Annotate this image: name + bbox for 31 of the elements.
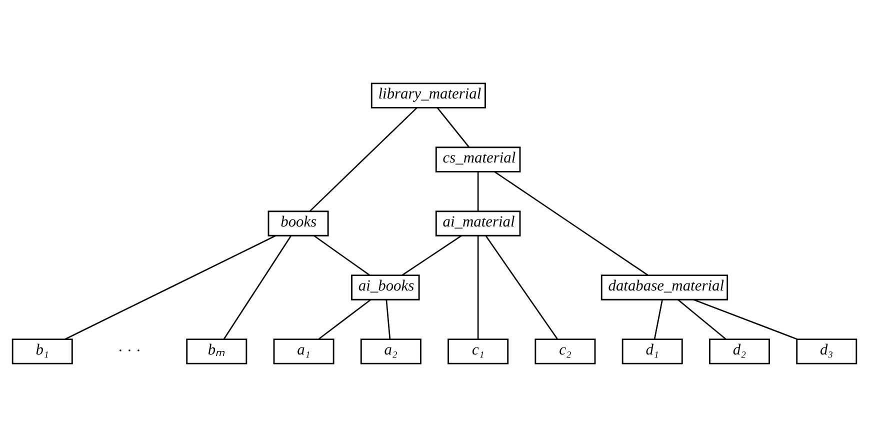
connector — [485, 235, 558, 340]
node-box: b₁ — [12, 338, 73, 364]
connector — [477, 236, 479, 340]
connector — [693, 299, 798, 340]
node-box: ai_books — [351, 274, 420, 300]
node-box: a₁ — [273, 338, 334, 364]
connector — [318, 299, 372, 340]
connector — [477, 172, 479, 212]
connector — [654, 300, 663, 340]
node-box: ai_material — [435, 210, 521, 236]
connector — [402, 235, 462, 276]
node-box: database_material — [600, 274, 728, 300]
connector — [386, 300, 391, 340]
node-box: cs_material — [435, 146, 521, 172]
node-box: library_material — [370, 82, 486, 108]
connector — [494, 171, 648, 276]
label: · · · — [118, 342, 142, 360]
connector — [64, 235, 276, 340]
node-box: d₂ — [709, 338, 770, 364]
node-box: c₁ — [448, 338, 509, 364]
node-box: books — [268, 210, 329, 236]
node-box: d₁ — [622, 338, 683, 364]
node-box: bₘ — [186, 338, 248, 364]
node-box: a₂ — [360, 338, 422, 364]
connector — [310, 107, 418, 212]
connector — [313, 235, 370, 276]
connector — [436, 107, 470, 148]
connector — [223, 235, 292, 340]
node-box: c₂ — [534, 338, 596, 364]
node-box: d₃ — [796, 338, 858, 364]
connector — [677, 299, 726, 340]
